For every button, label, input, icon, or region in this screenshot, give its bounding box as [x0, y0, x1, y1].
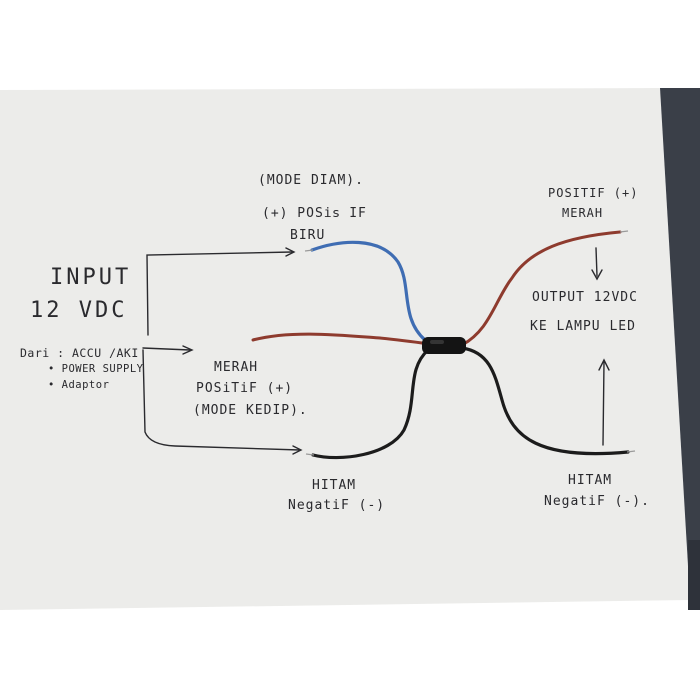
- red-input-polarity: POSiTiF (+): [196, 381, 294, 396]
- black-input-wire: [311, 348, 430, 460]
- arrow-to-black-head: [292, 445, 303, 455]
- red-output-color-name: MERAH: [562, 206, 604, 220]
- red-output-wire-tip: [619, 230, 629, 233]
- red-output-polarity: POSITIF (+): [548, 186, 639, 200]
- arrow-to-blue-head: [285, 247, 296, 257]
- input-source-adaptor: • Adaptor: [48, 379, 110, 391]
- arrow-up-line: [602, 361, 605, 446]
- black-output-color-name: HITAM: [568, 473, 613, 488]
- arrow-to-red-line: [142, 347, 191, 351]
- red-input-wire: [251, 332, 432, 346]
- output-destination: KE LAMPU LED: [530, 319, 636, 334]
- blue-wire-polarity: (+) POSiꜱ IF: [262, 206, 367, 221]
- input-source-heading: Dari : ACCU /AKI: [20, 346, 139, 360]
- black-output-wire: [460, 346, 630, 456]
- arrow-to-red-head: [182, 345, 194, 355]
- arrow-down-line: [595, 247, 598, 277]
- input-title: INPUT: [50, 265, 132, 290]
- black-output-polarity: NegatiF (-).: [544, 494, 650, 509]
- arrow-to-blue-line: [146, 251, 293, 336]
- black-input-color-name: HITAM: [312, 478, 357, 493]
- input-source-power-supply: • POWER SUPPLY: [48, 363, 144, 375]
- blue-wire: [310, 240, 427, 342]
- black-input-polarity: NegatiF (-): [288, 498, 386, 513]
- dark-background-bottom-right: [688, 540, 700, 610]
- input-voltage: 12 VDC: [30, 298, 128, 323]
- blue-wire-color-name: BIRU: [290, 228, 326, 243]
- black-input-wire-tip: [305, 453, 315, 456]
- black-output-wire-tip: [626, 450, 636, 453]
- flasher-module-highlight: [430, 340, 444, 344]
- arrow-to-black-line: [142, 349, 301, 451]
- red-output-wire: [460, 230, 622, 347]
- red-input-mode: (MODE KEDIP).: [193, 403, 308, 418]
- arrow-down-head: [591, 269, 603, 281]
- dark-background-right: [660, 88, 700, 600]
- arrow-up-head: [598, 358, 610, 371]
- output-voltage: OUTPUT 12VDC: [532, 290, 638, 305]
- paper-sheet: [0, 88, 690, 610]
- red-input-color-name: MERAH: [214, 360, 259, 375]
- blue-wire-mode: (MODE DIAM).: [258, 173, 364, 188]
- blue-wire-tip: [304, 249, 314, 252]
- flasher-module: [422, 337, 466, 354]
